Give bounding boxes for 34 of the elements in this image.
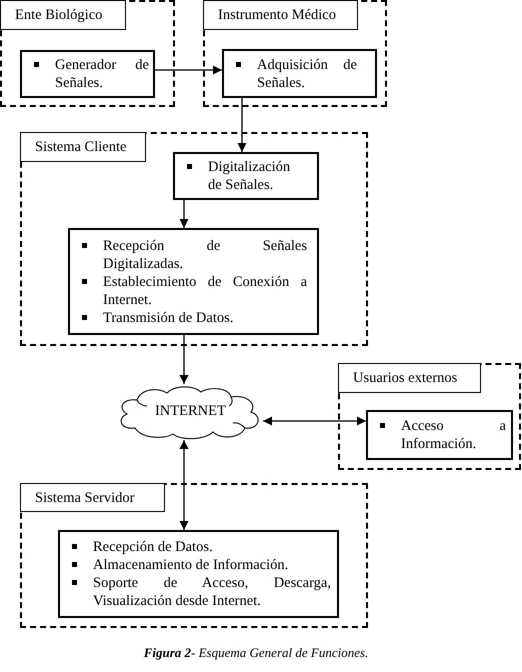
process-box (58, 530, 339, 618)
arrow (238, 98, 246, 152)
cloud-label: INTERNET (154, 402, 226, 420)
double-arrow (263, 416, 366, 426)
arrow (155, 66, 222, 74)
bullet-text: Adquisición de Señales. (257, 56, 357, 92)
group-title: Usuarios externos (338, 363, 481, 393)
group-frame (338, 363, 521, 470)
group-frame (0, 0, 175, 107)
group-frame (203, 0, 387, 107)
process-box (68, 228, 319, 335)
process-box (173, 152, 319, 200)
process-box (20, 50, 155, 98)
arrow (180, 335, 188, 384)
bullet-text: Recepción de Datos. (93, 538, 214, 556)
bullet-text: Almacenamiento de Información. (93, 556, 290, 574)
group-frame (20, 483, 368, 628)
group-title: Sistema Servidor (20, 483, 165, 512)
bullet-text: Digitalización de Señales. (208, 158, 292, 194)
group-title: Sistema Cliente (20, 132, 146, 162)
arrow (180, 200, 188, 228)
bullet-text: Transmisión de Datos. (103, 308, 234, 326)
group-frame (20, 132, 368, 346)
group-title: Instrumento Médico (203, 0, 358, 30)
bullet-text: Acceso a Información. (401, 417, 506, 453)
bullet-text: Establecimiento de Conexión a Internet. (103, 272, 307, 308)
process-box (366, 410, 513, 460)
figure-caption: Figura 2- Esquema General de Funciones. (144, 645, 368, 661)
process-box (222, 49, 377, 98)
bullet-text: Recepción de Señales Digitalizadas. (103, 236, 307, 272)
double-arrow (180, 440, 188, 530)
bullet-text: Generador de Señales. (55, 56, 149, 92)
bullet-text: Soporte de Acceso, Descarga, Visualización desde Internet. (93, 574, 331, 610)
group-title: Ente Biológico (0, 0, 126, 30)
